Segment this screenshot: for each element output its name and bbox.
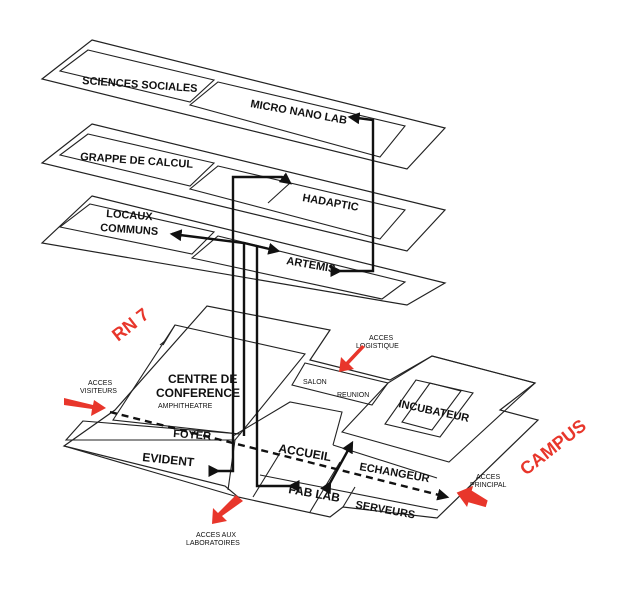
label-artemis: ARTEMIS: [285, 255, 336, 275]
label-sciences-sociales: SCIENCES SOCIALES: [82, 75, 198, 95]
red-arrow-laboratoires-icon: [212, 495, 243, 524]
red-arrow-principal-icon: [456, 485, 488, 508]
block-foyer: [64, 420, 242, 441]
label-evident: EVIDENT: [142, 450, 196, 469]
label-centre-de: CENTRE DE: [168, 372, 237, 386]
label-amphitheatre: AMPHITHEATRE: [158, 403, 213, 410]
label-serveurs: SERVEURS: [354, 499, 415, 521]
label-conference: CONFERENCE: [156, 386, 240, 400]
access-visiteurs: ACCES VISITEURS: [64, 380, 117, 416]
label-hadaptic: HADAPTIC: [301, 192, 359, 214]
label-acces-laboratoires-2: LABORATOIRES: [186, 540, 240, 547]
room-micro-nano-lab: [188, 81, 406, 158]
route-fablab-artemis: [255, 246, 300, 492]
route-accueil-echangeur: [320, 440, 354, 495]
route-artemis-micronano: [330, 112, 375, 277]
label-acces-laboratoires-1: ACCES AUX: [196, 532, 236, 539]
label-acces-visiteurs-1: ACCES: [88, 380, 112, 387]
label-acces-principal-1: ACCES: [476, 474, 500, 481]
visitor-axis-dashed: [109, 410, 450, 501]
label-acces-logistique-2: LOGISTIQUE: [356, 343, 399, 350]
label-incubateur: INCUBATEUR: [397, 398, 470, 425]
label-fab-lab: FAB LAB: [287, 482, 341, 505]
label-campus: CAMPUS: [516, 415, 590, 479]
label-foyer: FOYER: [173, 428, 212, 443]
room-grappe-de-calcul: [58, 133, 216, 187]
label-salon: SALON: [303, 379, 327, 386]
label-micro-nano-lab: MICRO NANO LAB: [249, 98, 347, 127]
label-communs: COMMUNS: [100, 222, 159, 238]
access-laboratoires: ACCES AUX LABORATOIRES: [186, 495, 243, 547]
access-logistique: ACCES LOGISTIQUE: [339, 335, 399, 372]
red-arrow-visiteurs-icon: [64, 398, 106, 416]
circulation-arrows: [109, 112, 450, 501]
block-conference: [112, 324, 306, 435]
block-salon-reunion: [291, 362, 389, 406]
room-sciences-sociales: [58, 49, 216, 103]
label-reunion: REUNION: [337, 392, 369, 399]
label-locaux: LOCAUX: [106, 208, 154, 223]
red-arrow-logistique-icon: [339, 345, 369, 372]
room-locaux-communs: [58, 203, 216, 255]
label-acces-logistique-1: ACCES: [369, 335, 393, 342]
floor-top: SCIENCES SOCIALES MICRO NANO LAB: [40, 39, 447, 170]
label-acces-principal-2: PRINCIPAL: [470, 482, 507, 489]
label-acces-visiteurs-2: VISITEURS: [80, 388, 117, 395]
label-rn7: RN 7: [108, 304, 153, 345]
access-principal: ACCES PRINCIPAL: [456, 474, 507, 508]
route-evident-hadaptic: [208, 172, 292, 477]
label-accueil: ACCUEIL: [277, 441, 332, 464]
block-incubateur: [340, 355, 537, 463]
